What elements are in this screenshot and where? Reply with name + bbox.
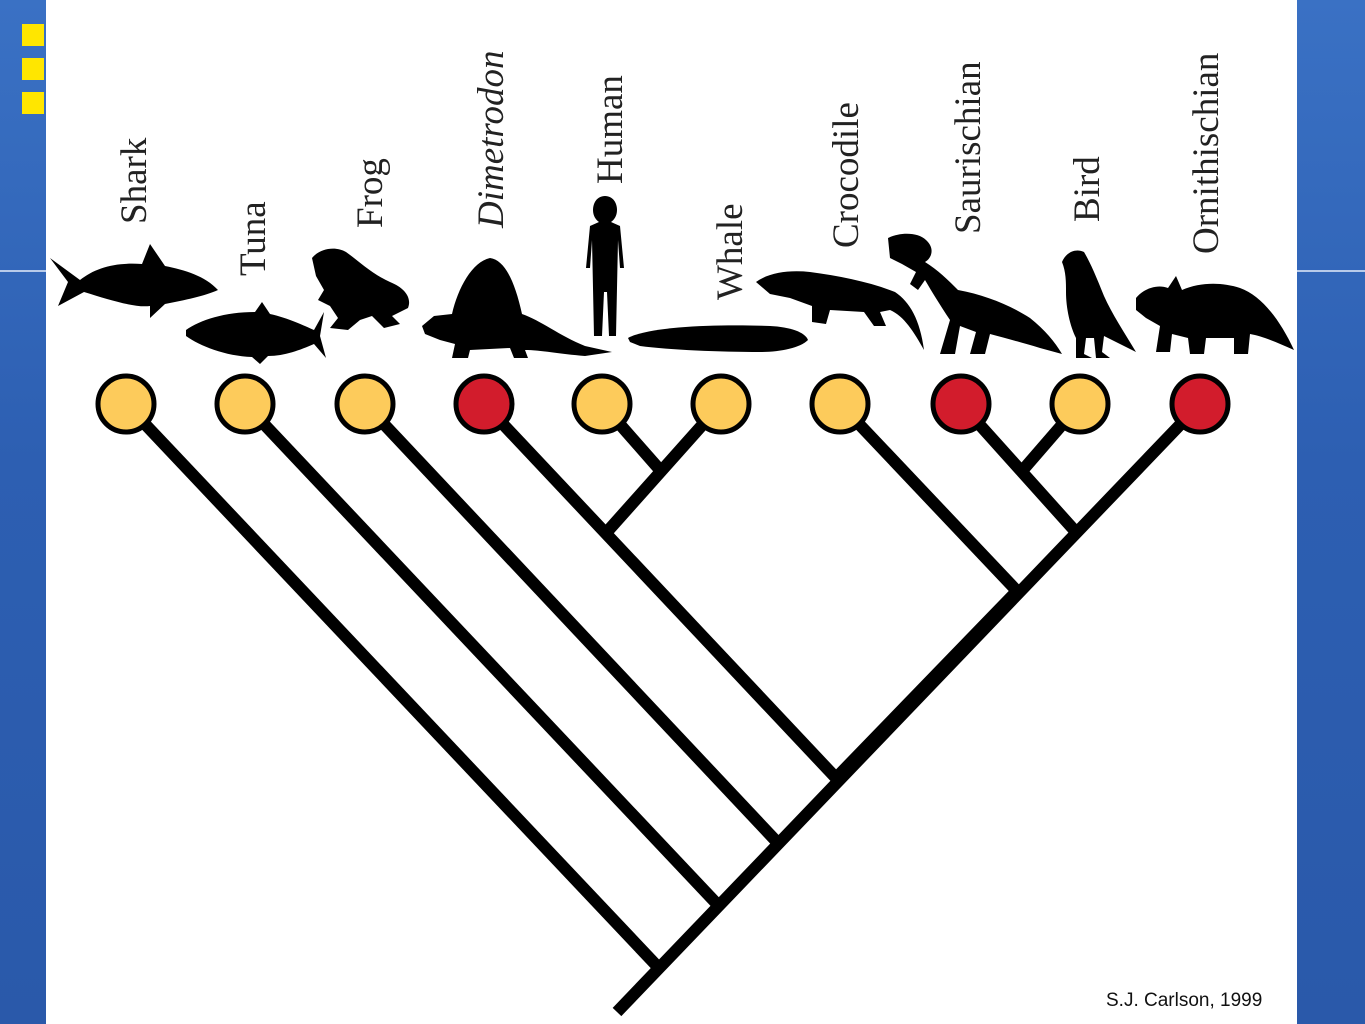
shark-silhouette-icon	[50, 244, 218, 318]
label-ornithischian: Ornithischian	[1186, 53, 1227, 254]
taxon-labels: Shark Tuna Frog Dimetrodon Human Whale C…	[114, 51, 1227, 300]
crocodile-silhouette-icon	[756, 271, 924, 350]
node-whale	[690, 373, 752, 435]
dimetrodon-silhouette-icon	[422, 258, 612, 358]
label-saurischian: Saurischian	[948, 61, 989, 234]
label-crocodile: Crocodile	[826, 102, 867, 248]
node-saurischian	[930, 373, 992, 435]
whale-silhouette-icon	[628, 325, 808, 352]
branch-mammals-stem	[831, 586, 1022, 783]
background-rule-right	[1297, 270, 1365, 272]
label-shark: Shark	[114, 137, 155, 224]
animal-silhouettes	[50, 196, 1294, 364]
bullet-markers	[22, 24, 44, 116]
bird-silhouette-icon	[1062, 250, 1136, 358]
label-dimetrodon: Dimetrodon	[471, 51, 512, 229]
node-bird	[1049, 373, 1111, 435]
label-whale: Whale	[710, 203, 751, 300]
node-frog	[334, 373, 396, 435]
node-shark	[95, 373, 157, 435]
branch-crocodile	[835, 399, 1022, 596]
taxon-nodes	[95, 373, 1231, 435]
branch-shark	[121, 399, 662, 971]
node-crocodile	[809, 373, 871, 435]
background-rule-left	[0, 270, 46, 272]
bullet-square	[22, 92, 44, 114]
label-frog: Frog	[350, 158, 391, 228]
branch-dimetrodon	[479, 399, 841, 783]
label-human: Human	[590, 75, 631, 184]
node-dimetrodon	[453, 373, 515, 435]
node-tuna	[214, 373, 276, 435]
tuna-silhouette-icon	[186, 302, 326, 364]
bullet-square	[22, 58, 44, 80]
branch-tuna	[240, 399, 722, 909]
label-tuna: Tuna	[233, 201, 274, 276]
ornithischian-silhouette-icon	[1136, 276, 1294, 354]
frog-silhouette-icon	[312, 248, 410, 330]
bullet-square	[22, 24, 44, 46]
branch-frog	[360, 399, 781, 846]
node-ornithischian	[1169, 373, 1231, 435]
tree-branches	[121, 399, 1205, 1017]
credit-text: S.J. Carlson, 1999	[1106, 990, 1262, 1011]
saurischian-silhouette-icon	[888, 233, 1062, 354]
node-human	[571, 373, 633, 435]
human-silhouette-icon	[586, 196, 624, 336]
label-bird: Bird	[1067, 156, 1108, 222]
